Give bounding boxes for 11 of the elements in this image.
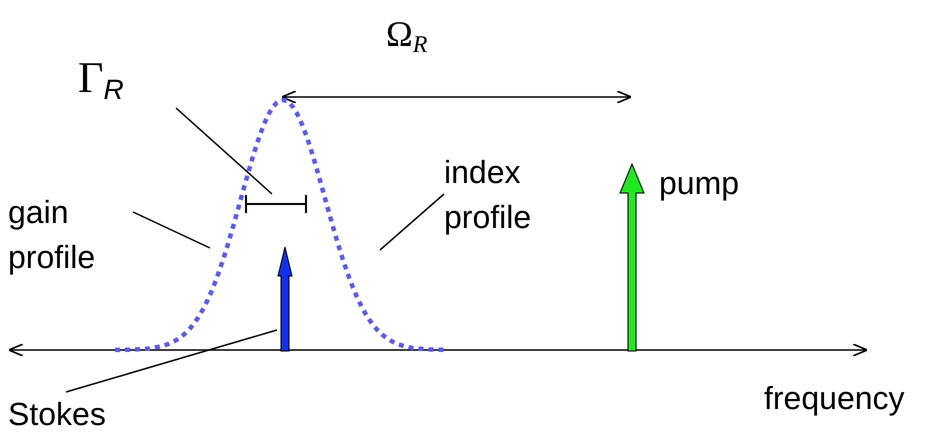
annotation-text: pump [659,164,740,203]
annotation-text: gain profile [8,193,96,277]
annotation-text: index profile [444,153,532,237]
annotation-text: Stokes [8,395,107,434]
axis-label: frequency [764,379,905,418]
leader-line [66,329,278,393]
linewidth-symbol: Γ$_{R}$ [78,55,125,107]
leader-line [380,193,444,251]
shift-symbol: Ω$_{R}$ [386,13,428,56]
leader-line [176,107,272,195]
leader-line [132,211,210,249]
